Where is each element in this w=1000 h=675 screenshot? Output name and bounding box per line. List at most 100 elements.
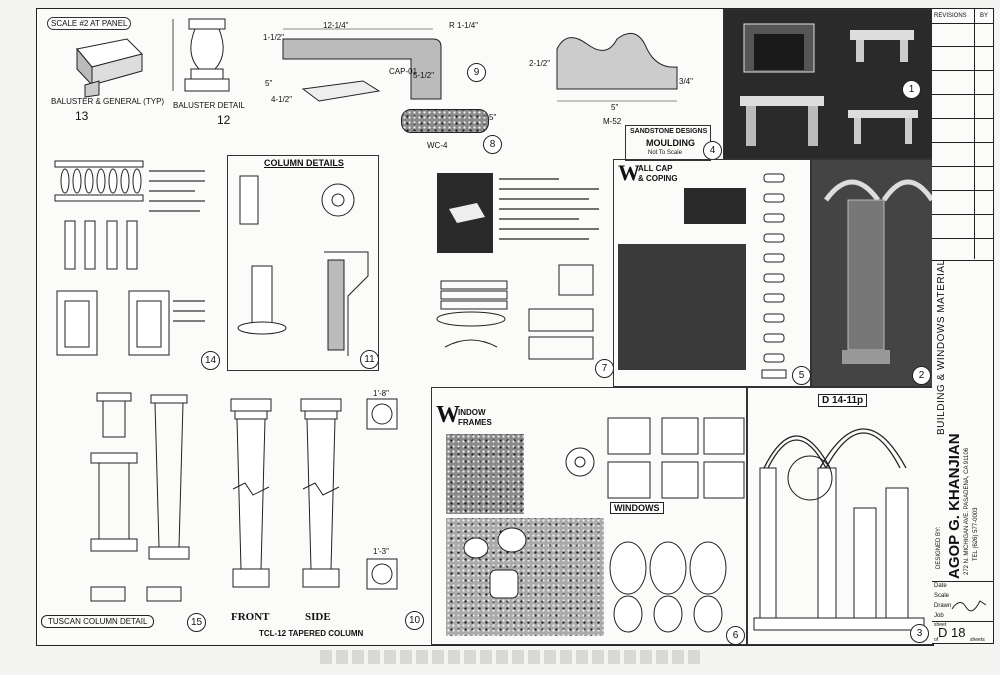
dim-3: 5-1/2" xyxy=(413,71,435,80)
cap-profile-drawing xyxy=(282,28,442,102)
panel-badge-4: 4 xyxy=(703,141,722,160)
column-details-drawings xyxy=(237,175,369,356)
window-frames-title-1: INDOW xyxy=(458,408,486,417)
of-label: of xyxy=(934,637,939,643)
m52-code: M-52 xyxy=(603,117,622,126)
designed-by-label: DESIGNED BY: xyxy=(936,526,942,569)
panel-4-sandstone-moulding: SANDSTONE DESIGNS MOULDING Not To Scale xyxy=(625,125,711,161)
designer-divider xyxy=(932,581,994,582)
arched-column-photo xyxy=(823,179,935,364)
by-label: BY xyxy=(980,13,989,19)
panel-badge-15: 15 xyxy=(187,613,206,632)
drawn-signature xyxy=(951,600,987,612)
caption-baluster-detail: BALUSTER DETAIL xyxy=(173,101,245,110)
sheet-label: sheet xyxy=(934,622,947,628)
drawn-label: Drawn xyxy=(934,603,952,609)
panel-9-cap: 1-1/2" 12-1/4" 5-1/2" R 1-1/4" 5" 4-1/2"… xyxy=(263,19,495,109)
tapered-column-drawings xyxy=(230,398,398,590)
panel-badge-5: 5 xyxy=(792,366,811,385)
column-details-title: COLUMN DETAILS xyxy=(264,158,344,168)
arch-code: D 14-11p xyxy=(818,394,868,407)
m52-dim-3: 5" xyxy=(611,103,619,112)
tuscan-caption: TUSCAN COLUMN DETAIL xyxy=(41,615,155,628)
panel-badge-6: 6 xyxy=(726,626,745,645)
wall-cap-logo: W xyxy=(618,160,640,185)
sheet-number: D 18 xyxy=(938,625,966,640)
not-to-scale: Not To Scale xyxy=(648,150,682,156)
panel-7-wall-cap-specs: 7 xyxy=(429,169,614,379)
arched-colonnade xyxy=(753,428,925,631)
side-label: SIDE xyxy=(305,611,331,623)
window-photo xyxy=(446,434,524,514)
drawing-sheet: SCALE #2 AT PANEL BALUSTER & GENERAL (TY… xyxy=(36,8,935,646)
moulding-title: MOULDING xyxy=(646,138,695,148)
panel-badge-8: 8 xyxy=(483,135,502,154)
panel-badge-10: 10 xyxy=(405,611,424,630)
caption-baluster-general: BALUSTER & GENERAL (TYP) xyxy=(51,97,165,106)
panel-number-12: 12 xyxy=(217,113,231,127)
window-frame-profiles xyxy=(463,417,745,633)
panel-12-baluster-detail: BALUSTER DETAIL 12 xyxy=(151,9,261,129)
cap-spec-drawings xyxy=(436,178,599,360)
panel-badge-11: 11 xyxy=(360,350,379,369)
job-label: Job xyxy=(934,613,944,619)
coping-profiles xyxy=(761,173,787,379)
panel-m52-moulding: 2-1/2" 3/4" 5" M-52 xyxy=(527,19,707,129)
m52-dim-2: 3/4" xyxy=(679,77,693,86)
panel-11-column-details: COLUMN DETAILS 11 xyxy=(227,155,379,371)
panel-badge-9: 9 xyxy=(467,63,486,82)
windows-label: WINDOWS xyxy=(610,502,664,514)
designer-address: 272 N. MICHIGAN AVE. PASADENA, CA 91106 xyxy=(964,447,970,575)
window-frames-title-2: FRAMES xyxy=(458,418,492,427)
dim-4: R 1-1/4" xyxy=(449,21,479,30)
panel-badge-3: 3 xyxy=(910,624,929,643)
tcl-caption: TCL-12 TAPERED COLUMN xyxy=(259,629,364,638)
wc-dim: 5" xyxy=(489,113,497,122)
window-frames-logo: W xyxy=(436,402,460,428)
designer-phone: TEL (626) 577-0003 xyxy=(973,507,979,561)
dim-5: 5" xyxy=(265,79,273,88)
panel-5-wall-cap-coping: W ALL CAP & COPING 5 xyxy=(613,159,811,387)
tuscan-column-drawings xyxy=(90,392,190,602)
dim-2: 12-1/4" xyxy=(323,21,349,30)
revisions-label: REVISIONS xyxy=(934,13,967,19)
revisions-divider xyxy=(974,9,975,259)
wc-code: WC-4 xyxy=(427,141,448,150)
fireplace-mantels xyxy=(740,23,918,146)
panel-2-column-photo: 2 xyxy=(811,159,935,387)
front-label: FRONT xyxy=(231,611,270,623)
m52-profile xyxy=(556,32,678,102)
cap-code: CAP-01 xyxy=(389,67,418,76)
panel-6-window-frames: W INDOW FRAMES WINDOWS 6 xyxy=(431,387,747,645)
bottom-notes-strip xyxy=(320,650,700,664)
panel-10-tapered-column: 1'-8" 1'-3" FRONT SIDE TCL-12 TAPERED CO… xyxy=(209,389,431,643)
m52-dim-1: 2-1/2" xyxy=(529,59,551,68)
dim-1: 1-1/2" xyxy=(263,33,285,42)
coping-photo-small xyxy=(684,188,746,224)
wall-cap-title-1: ALL CAP xyxy=(638,164,673,173)
sheets-label: sheets xyxy=(970,637,985,643)
baluster-cap-drawing xyxy=(76,38,143,98)
title-block: REVISIONS BY BUILDING & WINDOWS MATERIAL… xyxy=(932,8,994,644)
note-scale: SCALE #2 AT PANEL xyxy=(47,17,132,30)
dim-top: 1'-8" xyxy=(373,389,389,398)
sheet-divider xyxy=(932,621,994,622)
panel-13-baluster-cap: SCALE #2 AT PANEL BALUSTER & GENERAL (TY… xyxy=(37,9,164,123)
panel-badge-1: 1 xyxy=(902,80,921,99)
date-label: Date xyxy=(934,583,947,589)
baluster-detail-drawing xyxy=(172,18,230,92)
panel-number-13: 13 xyxy=(75,109,89,123)
coping-photo-large xyxy=(618,244,746,370)
panel-badge-2: 2 xyxy=(912,366,931,385)
scale-label: Scale xyxy=(934,593,950,599)
dim-bottom: 1'-3" xyxy=(373,547,389,556)
panel-1-fireplace-photos: 1 xyxy=(723,9,933,159)
panel-8-wall-cap: 5" WC-4 8 xyxy=(393,101,503,157)
panel-3-arches: D 14-11p 3 xyxy=(747,387,933,645)
dim-6: 4-1/2" xyxy=(271,95,293,104)
panel-15-tuscan-column: TUSCAN COLUMN DETAIL 15 xyxy=(37,387,209,639)
panel-badge-14: 14 xyxy=(201,351,220,370)
company-name: SANDSTONE DESIGNS xyxy=(630,128,708,135)
designer-name: AGOP G. KHANJIAN xyxy=(946,433,963,579)
panel-badge-7: 7 xyxy=(595,359,614,378)
